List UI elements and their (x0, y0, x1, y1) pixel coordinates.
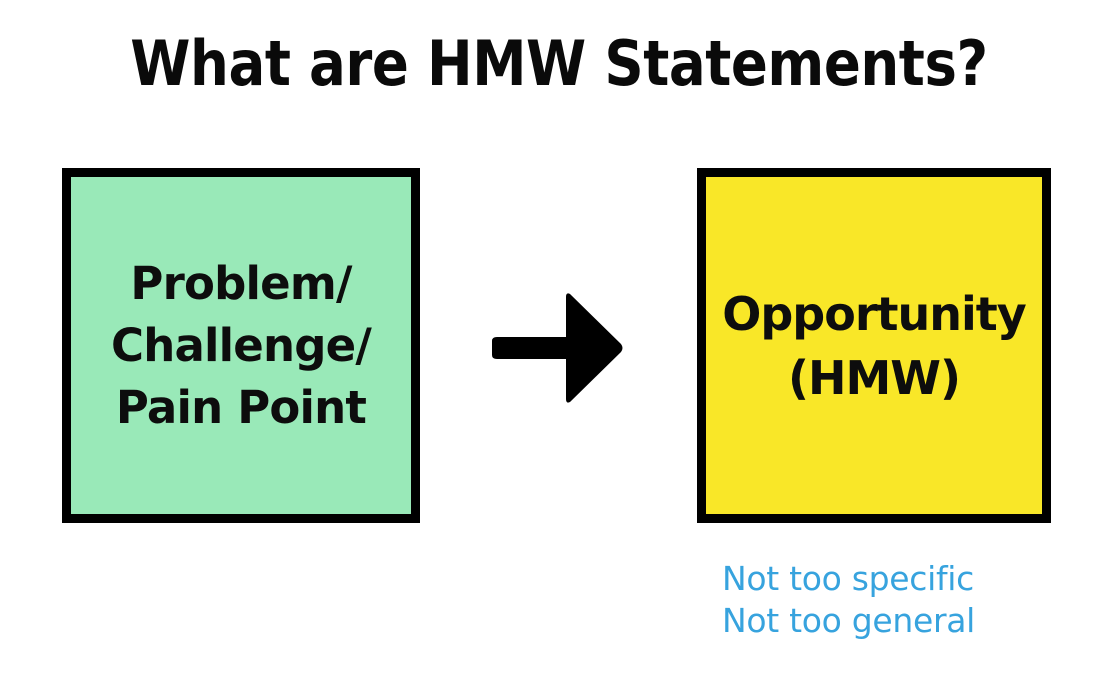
right-arrow-icon (490, 290, 630, 406)
page-title: What are HMW Statements? (130, 27, 988, 100)
problem-box-label: Problem/ Challenge/ Pain Point (110, 256, 372, 434)
right-arrow-glyph (492, 293, 623, 403)
problem-box: Problem/ Challenge/ Pain Point (62, 168, 420, 523)
opportunity-box: Opportunity (HMW) (697, 168, 1051, 523)
opportunity-box-label: Opportunity (HMW) (722, 286, 1026, 405)
caption-line-specific: Not too specific (722, 559, 974, 598)
caption-line-general: Not too general (722, 601, 976, 640)
opportunity-caption: Not too specific Not too general (722, 558, 1102, 642)
